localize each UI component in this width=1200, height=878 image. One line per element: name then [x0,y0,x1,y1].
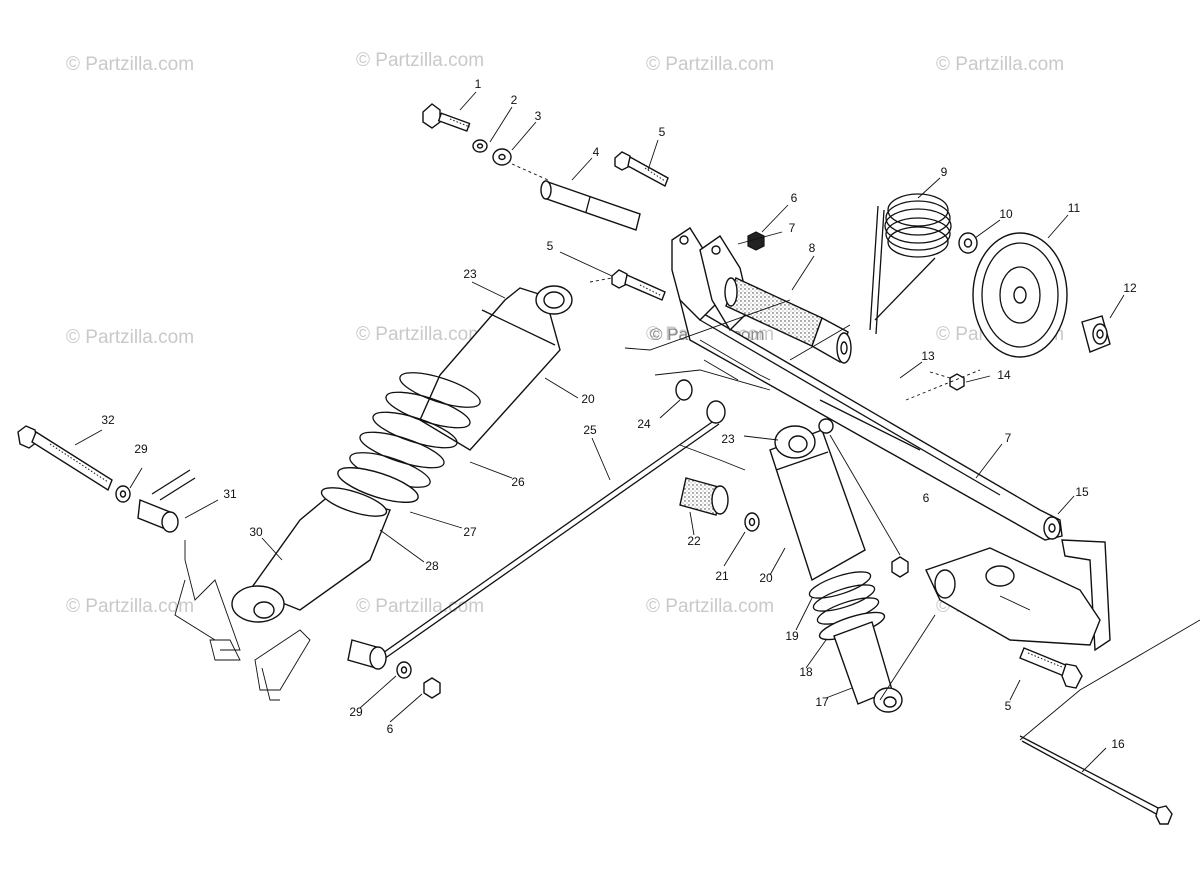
callout-26: 26 [511,475,525,489]
torque-arm-13 [678,298,1063,541]
callout-11: 11 [1068,201,1081,215]
nut-6-right [829,434,909,578]
callout-31: 31 [223,487,237,501]
shock-lower-28-30 [231,487,391,623]
callout-10: 10 [999,207,1013,221]
callout-19: 19 [785,629,799,643]
bushing-24 [654,369,771,424]
callout-9: 9 [941,165,948,179]
washer-2 [472,139,488,153]
callout-1: 1 [475,77,482,91]
watermark: © Partzilla.com [66,596,194,617]
callout-5b: 5 [547,239,554,253]
callout-6c: 6 [387,722,394,736]
callout-4: 4 [593,145,600,159]
callout-28: 28 [425,559,439,573]
bushing-22 [679,444,746,516]
rear-bracket [925,539,1111,652]
washer-10 [958,232,978,254]
wheel-11 [972,232,1068,358]
callout-22: 22 [687,534,701,548]
end-bushing-lower [347,639,387,670]
callout-2: 2 [511,93,518,107]
callout-labels: 1 2 3 4 5 6 5 7 8 9 10 11 12 13 14 7 6 1… [101,77,1137,751]
callout-29b: 29 [349,705,363,719]
watermark: © Partzilla.com [66,54,194,75]
callout-6: 6 [791,191,798,205]
shock-shaft-17 [833,621,903,713]
callout-5c: 5 [1005,699,1012,713]
callout-15: 15 [1075,485,1089,499]
torsion-spring-9 [869,193,952,335]
watermark: © Partzilla.com [936,54,1064,75]
watermark: © Partzilla.com [356,50,484,71]
watermark: © Partzilla.com [646,54,774,75]
watermark: © Partzilla.com [356,596,484,617]
washer-21 [744,512,760,532]
mount-lines-left [184,540,311,701]
nut-6-lower [423,677,441,699]
bolt-32 [17,425,113,492]
callout-7b: 7 [1005,431,1012,445]
callout-12: 12 [1123,281,1137,295]
watermark: © Partzilla.com [646,596,774,617]
leader-lines [74,91,1125,773]
spacer-31 [137,469,196,533]
callout-17: 17 [815,695,829,709]
shock-body-20-right [769,418,866,582]
bolt-5-middle [611,269,666,301]
washer-29-lower [396,661,412,679]
shock-body-20-left [419,285,573,451]
callout-3: 3 [535,109,542,123]
assembly-lines [174,163,981,701]
spring-retainer-27 [337,467,419,503]
callout-5: 5 [659,125,666,139]
callout-7: 7 [789,221,796,235]
spacer-12 [1081,315,1111,353]
callout-6b: 6 [923,491,930,505]
washer-29-left [115,485,131,503]
callout-14: 14 [997,368,1011,382]
bolt-5-lower [1019,647,1083,689]
rod-25 [379,419,720,660]
callout-20: 20 [581,392,595,406]
callout-32: 32 [101,413,115,427]
bolt-5-upper [614,151,669,187]
callout-8: 8 [809,241,816,255]
watermark: © Partzilla.com [356,324,484,345]
nut-6-top [747,231,765,251]
watermark: © Partzilla.com [66,327,194,348]
callout-27: 27 [463,525,477,539]
nut-14 [949,373,965,391]
callout-13: 13 [921,349,935,363]
callout-23b: 23 [721,432,735,446]
bolt-1 [422,103,471,132]
pivot-tube-8 [724,277,852,364]
callout-21: 21 [715,569,729,583]
callout-16: 16 [1111,737,1125,751]
callout-25: 25 [583,423,597,437]
callout-29: 29 [134,442,148,456]
callout-18: 18 [799,665,813,679]
callout-20b: 20 [759,571,773,585]
callout-23: 23 [463,267,477,281]
washer-3 [492,148,512,166]
shaft-4 [540,180,641,231]
callout-30: 30 [249,525,263,539]
long-bolt-16 [1019,619,1200,825]
callout-24: 24 [637,417,651,431]
